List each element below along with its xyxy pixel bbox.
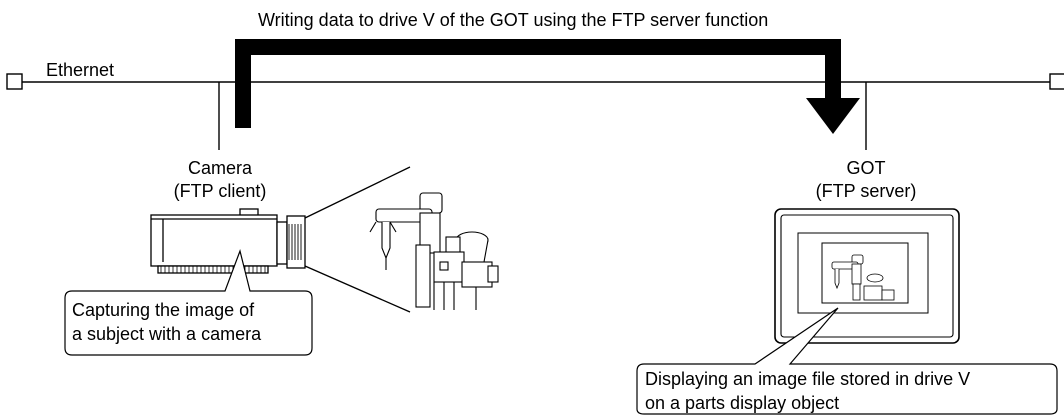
camera-callout-shape bbox=[64, 248, 313, 356]
camera-callout-line-2: a subject with a camera bbox=[72, 324, 262, 344]
diagram-title: Writing data to drive V of the GOT using… bbox=[258, 10, 769, 30]
got-callout-line-1: Displaying an image file stored in drive… bbox=[645, 369, 971, 389]
camera-callout: Capturing the image of a subject with a … bbox=[72, 298, 261, 346]
got-callout: Displaying an image file stored in drive… bbox=[645, 367, 970, 415]
got-callout-line-2: on a parts display object bbox=[645, 393, 840, 413]
got-role-label: (FTP server) bbox=[815, 181, 917, 201]
ethernet-bus bbox=[6, 73, 1064, 150]
got-display-icon bbox=[774, 208, 960, 344]
ethernet-label: Ethernet bbox=[46, 60, 115, 80]
camera-callout-line-1: Capturing the image of bbox=[72, 300, 255, 320]
got-name-label: GOT bbox=[846, 158, 886, 178]
right-terminator-icon bbox=[1049, 73, 1064, 90]
got-callout-shape bbox=[636, 307, 1058, 415]
camera-name-label: Camera bbox=[187, 158, 253, 178]
left-terminator-icon bbox=[6, 73, 23, 90]
robot-subject-icon bbox=[369, 192, 499, 310]
data-flow-arrow bbox=[235, 39, 860, 134]
camera-icon bbox=[150, 166, 411, 313]
camera-role-label: (FTP client) bbox=[173, 181, 267, 201]
